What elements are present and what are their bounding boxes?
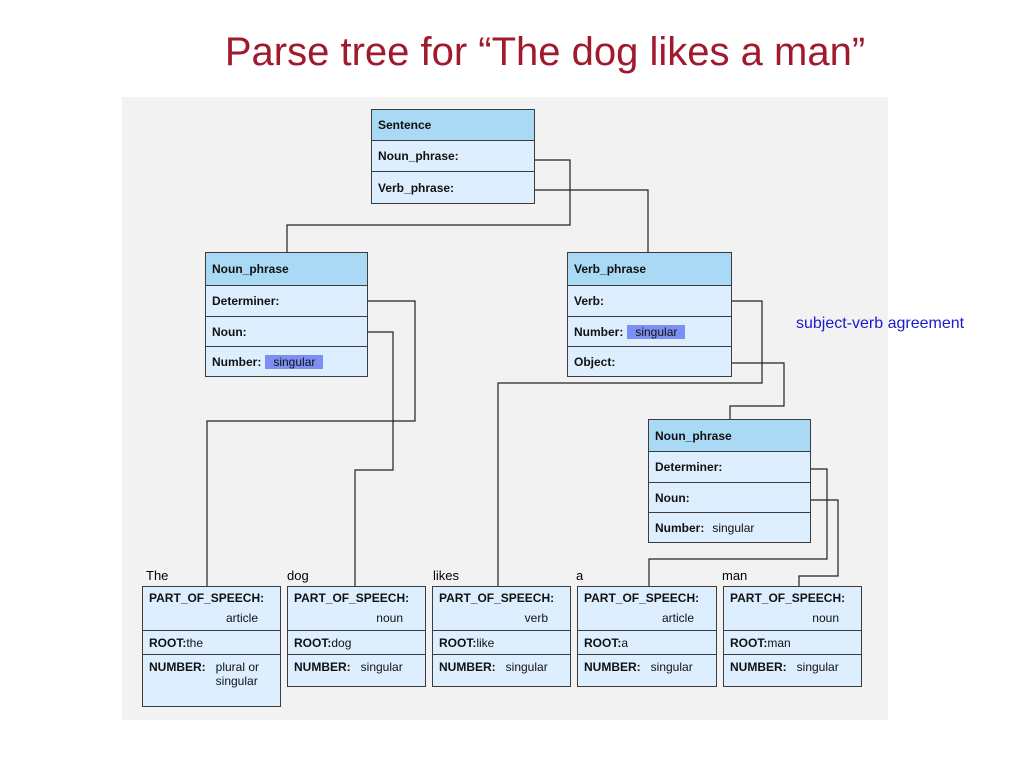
vp-number-highlight: singular: [627, 324, 686, 339]
leaf-pos-label: PART_OF_SPEECH:: [149, 591, 265, 605]
leaf-pos-label: PART_OF_SPEECH:: [584, 591, 700, 605]
leaf-root-label: ROOT:: [294, 635, 332, 650]
verb-phrase-node: Verb_phrase Verb: Number:singular Object…: [567, 252, 732, 377]
leaf-root-value: a: [621, 635, 629, 650]
leaf-pos-label: PART_OF_SPEECH:: [439, 591, 555, 605]
leaf-number-value: singular: [650, 660, 693, 674]
sentence-verb-phrase-slot: Verb_phrase:: [378, 180, 455, 195]
leaf-number-label: NUMBER:: [584, 660, 641, 674]
connector-sentence-vp: [514, 189, 649, 253]
connector-vp-object: [706, 362, 785, 420]
leaf-root-value: man: [767, 635, 791, 650]
vp-number-label: Number:: [574, 324, 624, 339]
vp-verb-slot: Verb:: [574, 294, 605, 308]
leaf-pos-value: noun: [376, 611, 403, 625]
word-label-man: man: [722, 568, 748, 583]
leaf-number-value: singular: [360, 660, 403, 674]
leaf-pos-value: verb: [524, 611, 548, 625]
connector-np-noun: [344, 331, 394, 587]
word-label-a: a: [576, 568, 584, 583]
np-number-label: Number:: [212, 354, 262, 369]
word-label-the: The: [146, 568, 169, 583]
leaf-node-dog: PART_OF_SPEECH:noun ROOT:dog NUMBER: sing…: [287, 586, 426, 687]
connector-sentence-np: [286, 159, 571, 253]
leaf-number-value: singular: [796, 660, 839, 674]
np-determiner-slot: Determiner:: [212, 294, 280, 308]
object-noun-phrase-header: Noun_phrase: [649, 420, 810, 452]
leaf-number-value: plural or singular: [215, 660, 260, 688]
word-label-dog: dog: [287, 568, 309, 583]
np2-number-label: Number:: [655, 520, 705, 535]
leaf-root-label: ROOT:: [439, 635, 477, 650]
leaf-root-value: the: [186, 635, 204, 650]
np2-number-value: singular: [712, 520, 755, 535]
np2-noun-slot: Noun:: [655, 490, 690, 505]
slide-title: Parse tree for “The dog likes a man”: [224, 30, 866, 74]
word-label-likes: likes: [433, 568, 460, 583]
leaf-node-likes: PART_OF_SPEECH:verb ROOT:like NUMBER: sin…: [432, 586, 571, 687]
leaf-node-man: PART_OF_SPEECH:noun ROOT:man NUMBER: sing…: [723, 586, 862, 687]
leaf-root-label: ROOT:: [730, 635, 768, 650]
connector-np-determiner: [206, 300, 416, 587]
leaf-pos-label: PART_OF_SPEECH:: [730, 591, 846, 605]
leaf-number-label: NUMBER:: [439, 660, 496, 674]
leaf-node-a: PART_OF_SPEECH:article ROOT:a NUMBER: sin…: [577, 586, 717, 687]
verb-phrase-header: Verb_phrase: [568, 253, 731, 286]
sentence-noun-phrase-slot: Noun_phrase:: [378, 149, 459, 163]
connector-np2-noun: [789, 499, 839, 587]
leaf-root-label: ROOT:: [149, 635, 187, 650]
leaf-pos-value: noun: [812, 611, 839, 625]
leaf-pos-label: PART_OF_SPEECH:: [294, 591, 410, 605]
leaf-pos-value: article: [661, 611, 694, 625]
np-number-highlight: singular: [265, 354, 324, 369]
np2-determiner-slot: Determiner:: [655, 460, 723, 474]
noun-phrase-node: Noun_phrase Determiner: Noun: Number:sin…: [205, 252, 368, 377]
leaf-number-label: NUMBER:: [294, 660, 351, 674]
leaf-root-value: dog: [331, 635, 352, 650]
leaf-node-the: PART_OF_SPEECH:article ROOT:the NUMBER: p…: [142, 586, 281, 707]
leaf-pos-value: article: [225, 611, 258, 625]
leaf-number-label: NUMBER:: [149, 660, 206, 674]
object-noun-phrase-node: Noun_phrase Determiner: Noun: Number: sin…: [648, 419, 811, 543]
sentence-node: Sentence Noun_phrase: Verb_phrase:: [371, 109, 535, 204]
sentence-header: Sentence: [372, 110, 534, 141]
np-noun-slot: Noun:: [212, 324, 247, 339]
noun-phrase-header: Noun_phrase: [206, 253, 367, 286]
subject-verb-agreement-note: subject-verb agreement: [796, 315, 965, 332]
leaf-root-value: like: [476, 635, 495, 650]
leaf-root-label: ROOT:: [584, 635, 622, 650]
leaf-number-label: NUMBER:: [730, 660, 787, 674]
leaf-number-value: singular: [505, 660, 548, 674]
vp-object-slot: Object:: [574, 354, 616, 369]
connector-np2-determiner: [648, 468, 828, 587]
connector-vp-verb: [497, 300, 763, 587]
